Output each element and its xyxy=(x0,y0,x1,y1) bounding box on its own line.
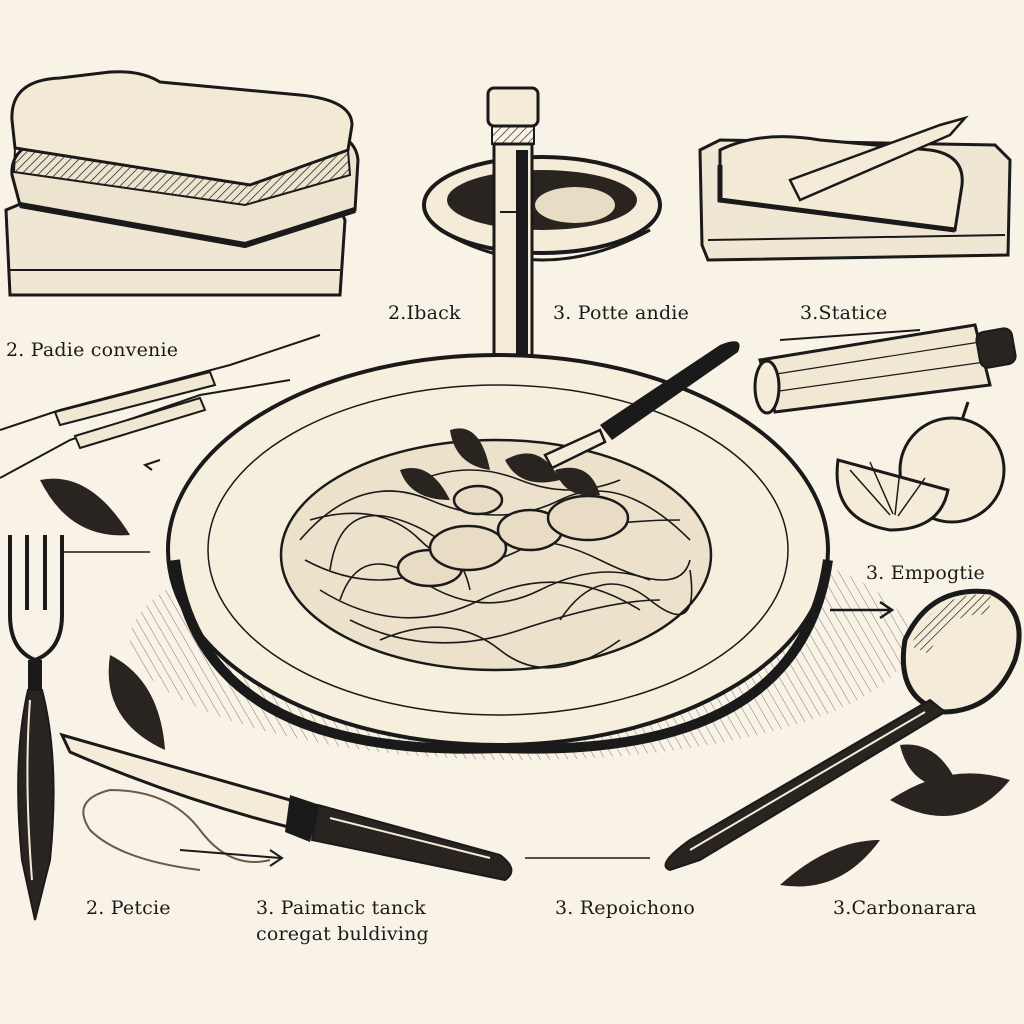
label-empogtie: 3. Empogtie xyxy=(866,562,985,584)
label-paimatic-line2: coregat buldiving xyxy=(256,923,429,945)
label-iback: 2.Iback xyxy=(388,302,461,324)
fork-icon xyxy=(8,535,64,921)
label-petcie: 2. Petcie xyxy=(86,897,171,919)
serving-knife-icon xyxy=(543,341,740,470)
skewers-icon xyxy=(0,334,321,479)
twine-icon xyxy=(82,788,271,871)
label-paimatic-tanck: 3. Paimatic tanck coregat buldiving xyxy=(256,895,429,947)
knife-icon xyxy=(59,732,513,882)
rolling-pin-icon xyxy=(753,323,1017,415)
sauce-bowl-icon xyxy=(422,155,662,262)
arrow-to-knife xyxy=(179,849,284,867)
label-padie-convenie: 2. Padie convenie xyxy=(6,339,179,361)
arrow-right-empogtie xyxy=(830,600,895,620)
label-carbonarara: 3.Carbonarara xyxy=(833,897,977,919)
label-statice: 3.Statice xyxy=(800,302,888,324)
line-statice xyxy=(779,329,921,341)
lemon-apple-icon xyxy=(835,401,1006,532)
pasta-plate-icon xyxy=(166,353,833,754)
label-paimatic-line1: 3. Paimatic tanck xyxy=(256,897,426,919)
label-repoichono: 3. Repoichono xyxy=(555,897,695,919)
spoon-icon xyxy=(664,588,1022,872)
toast-board-icon xyxy=(698,115,1012,262)
label-potte-andie: 3. Potte andie xyxy=(553,302,690,324)
stacked-bread-icon xyxy=(4,70,360,297)
basil-leaf-icon xyxy=(40,478,1010,887)
